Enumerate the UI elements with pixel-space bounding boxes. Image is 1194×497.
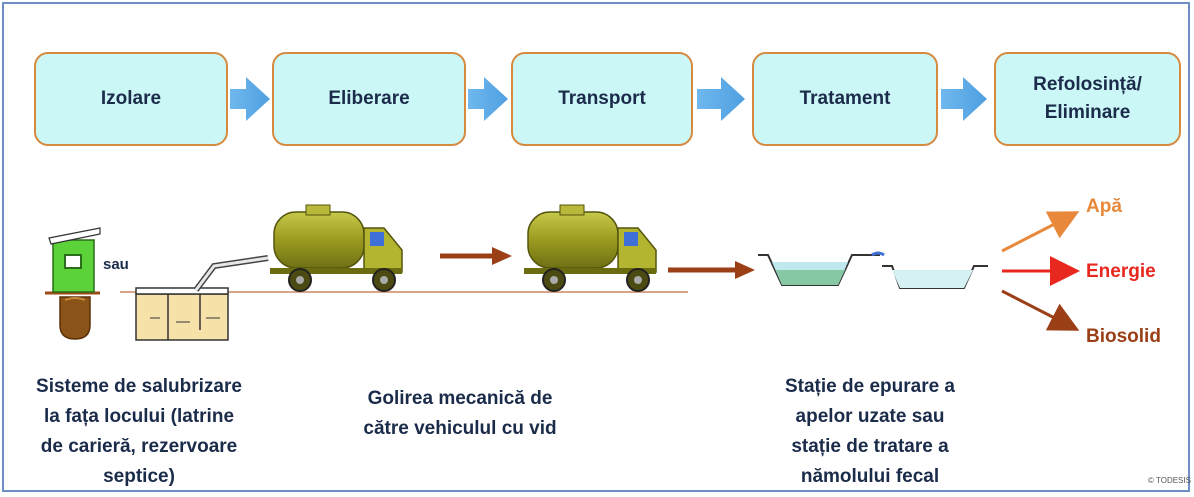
vacuum-truck-icon-1 (270, 204, 403, 292)
credit-text: © TODESIS (1148, 476, 1191, 485)
output-apa: Apă (1086, 196, 1122, 217)
step-tratament: Tratament (752, 52, 938, 146)
arrow-izolare-eliberare (230, 77, 270, 121)
septic-tank-icon (135, 255, 269, 341)
output-arrow-biosolid (1001, 289, 1080, 331)
or-label: sau (103, 256, 129, 273)
step-refolosinta-eliminare: Refolosință/ Eliminare (994, 52, 1181, 146)
treatment-ponds-icon (758, 251, 988, 289)
arrow-eliberare-transport (468, 77, 508, 121)
output-energie: Energie (1086, 261, 1156, 282)
latrine-icon (45, 227, 101, 340)
caption-onsite: Sisteme de salubrizare la fața locului (… (36, 376, 242, 487)
output-arrow-apa (1001, 211, 1080, 253)
treatment-arrow (668, 261, 755, 279)
caption-emptying: Golirea mecanică de către vehiculul cu v… (363, 388, 557, 439)
truck-transfer-arrow (440, 247, 512, 265)
step-eliberare: Eliberare (272, 52, 466, 146)
output-biosolid: Biosolid (1086, 326, 1161, 347)
vacuum-truck-icon-2 (524, 204, 657, 292)
arrow-tratament-refolosinta (941, 77, 987, 121)
arrow-transport-tratament (697, 77, 745, 121)
process-arrows (230, 77, 987, 121)
caption-treatment: Stație de epurare a apelor uzate sau sta… (784, 376, 956, 487)
step-izolare: Izolare (34, 52, 228, 146)
step-transport: Transport (511, 52, 693, 146)
